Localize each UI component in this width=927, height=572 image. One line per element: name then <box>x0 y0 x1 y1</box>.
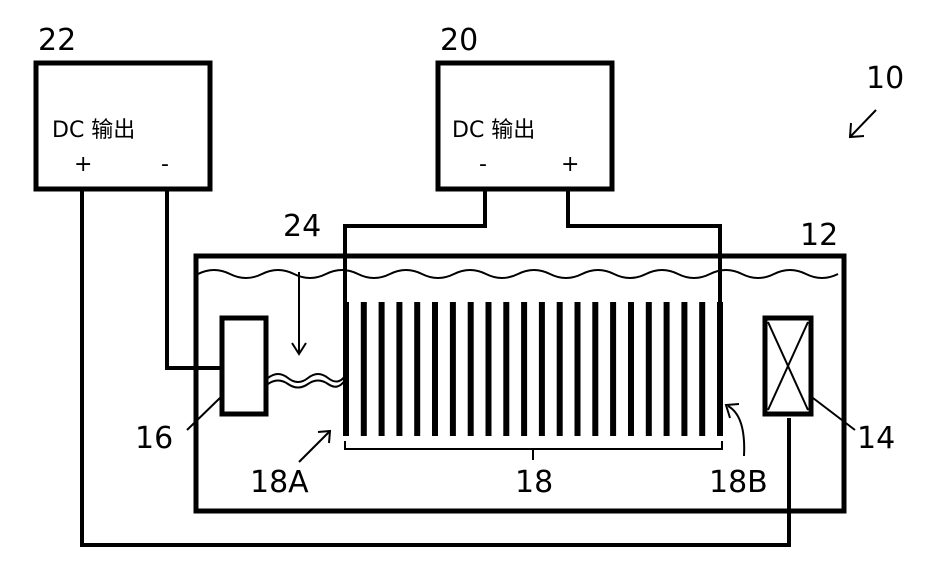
electrode-plate <box>503 302 509 436</box>
electrode-plate <box>539 302 545 436</box>
ref-label-22: 22 <box>38 23 76 58</box>
power-supply-20-plus-terminal: + <box>561 152 579 177</box>
ref-label-20: 20 <box>440 23 478 58</box>
ref-label-14: 14 <box>857 421 895 456</box>
ref-label-12: 12 <box>800 218 838 253</box>
ref-label-18b: 18B <box>709 465 768 500</box>
electrode-plate <box>699 302 705 436</box>
arrow-18b-shaft <box>728 406 744 456</box>
leader-14 <box>813 398 855 430</box>
stack-18-bracket <box>345 441 722 449</box>
ref-label-18: 18 <box>515 465 553 500</box>
electrode-plate <box>646 302 652 436</box>
power-supply-20-title: DC 输出 <box>452 118 535 143</box>
ref-label-16: 16 <box>135 421 173 456</box>
electrode-plate <box>610 302 616 436</box>
ref-label-18a: 18A <box>250 465 309 500</box>
electrode-plate <box>414 302 420 436</box>
power-supply-20-minus-terminal: - <box>479 152 487 177</box>
electrode-plate <box>592 302 598 436</box>
arrow-10-shaft <box>851 110 876 136</box>
electrode-plate <box>343 302 349 436</box>
electrode-plate <box>361 302 367 436</box>
electrode-plate <box>396 302 402 436</box>
electrode-plate <box>432 302 438 436</box>
electrode-plate <box>468 302 474 436</box>
wire-20-plus-to-18b <box>568 189 720 305</box>
ref-label-24: 24 <box>283 209 321 244</box>
element-16 <box>222 318 266 414</box>
electrode-plate <box>575 302 581 436</box>
electrode-plate <box>379 302 385 436</box>
power-supply-22-title: DC 输出 <box>52 118 135 143</box>
electrode-plate <box>628 302 634 436</box>
electrode-plate <box>664 302 670 436</box>
electrode-plate <box>681 302 687 436</box>
arrow-18a-shaft <box>299 432 329 462</box>
wire-20-minus-to-18a <box>345 189 485 305</box>
power-supply-22-minus-terminal: - <box>161 152 169 177</box>
ref-label-10: 10 <box>866 61 904 96</box>
electrode-plate <box>486 302 492 436</box>
liquid-surface <box>198 270 838 278</box>
electrode-plate <box>521 302 527 436</box>
electrode-plate <box>450 302 456 436</box>
electrode-plate <box>717 302 723 436</box>
leader-16 <box>187 396 222 430</box>
electrode-plate <box>557 302 563 436</box>
power-supply-22-plus-terminal: + <box>74 152 92 177</box>
electrode-stack-18 <box>343 302 723 436</box>
